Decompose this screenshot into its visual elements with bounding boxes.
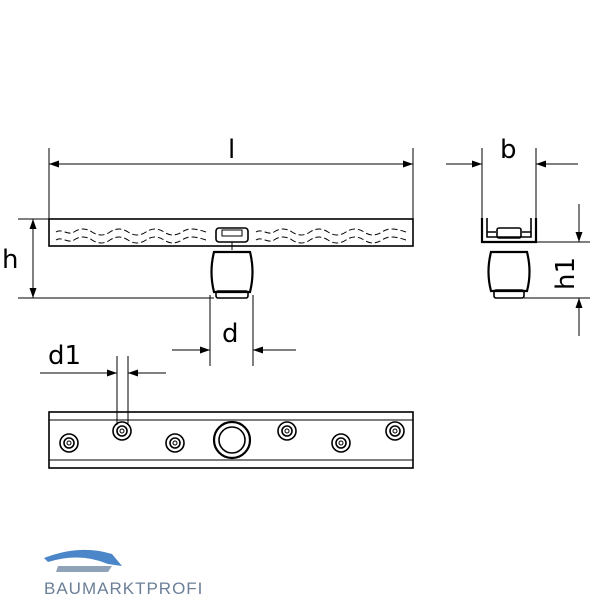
- hole-diameter-label: d1: [48, 341, 81, 371]
- mounting-hole: [165, 433, 185, 453]
- roller: [210, 250, 254, 294]
- c-profile: [480, 218, 538, 244]
- mounting-hole: [59, 433, 79, 453]
- mounting-hole: [277, 421, 297, 441]
- mounting-hole: [385, 421, 405, 441]
- mounting-plate: [48, 411, 414, 469]
- logo-roof-icon: [44, 549, 122, 566]
- roller-height-label: h1: [551, 257, 581, 290]
- top-view: d1: [40, 341, 414, 469]
- side-view: b h1: [446, 135, 590, 336]
- mounting-hole: [331, 433, 351, 453]
- side-roller: [487, 250, 531, 293]
- front-view: l h d: [2, 135, 414, 366]
- height-label: h: [2, 245, 18, 275]
- roller-diameter-label: d: [222, 319, 239, 349]
- length-label: l: [228, 135, 235, 165]
- mounting-hole: [112, 421, 132, 441]
- logo-text: BAUMARKTPROFI: [44, 579, 203, 598]
- rail-body: [48, 218, 414, 247]
- width-label: b: [500, 135, 517, 165]
- baumarktprofi-logo: BAUMARKTPROFI: [44, 549, 203, 598]
- center-hole: [212, 420, 252, 460]
